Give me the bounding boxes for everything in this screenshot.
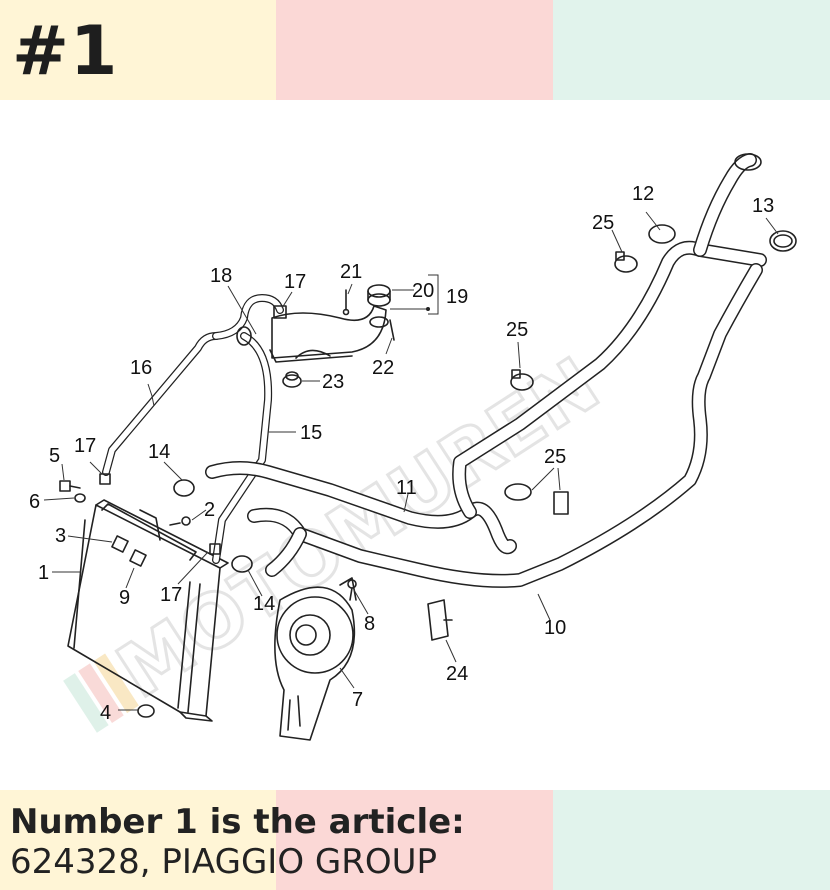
callout-21: 21 (340, 261, 362, 283)
bolt-5 (59, 480, 81, 492)
callout-16: 16 (130, 357, 152, 379)
callout-19: 19 (446, 286, 468, 308)
callout-labels: 1 2 3 4 5 6 7 8 9 10 11 12 13 14 14 15 1… (29, 183, 774, 724)
item-number-badge: #1 (12, 12, 119, 91)
band-pink-bottom (276, 790, 553, 890)
clamp-12 (648, 224, 676, 244)
hose-10 (247, 263, 763, 588)
callout-17b: 17 (160, 584, 182, 606)
callout-1: 1 (38, 562, 49, 584)
clamp-17b (209, 543, 221, 555)
callout-5: 5 (49, 445, 60, 467)
callout-18: 18 (210, 265, 232, 287)
hose-clip-22 (389, 319, 395, 341)
callout-25c: 25 (544, 446, 566, 468)
callout-3: 3 (55, 525, 66, 547)
clamp-25b (510, 369, 534, 391)
callout-22: 22 (372, 357, 394, 379)
clamp-13 (769, 230, 797, 252)
callout-7: 7 (352, 689, 363, 711)
caption-article-number: 624328, PIAGGIO GROUP (10, 842, 438, 882)
band-yellow-bottom (0, 790, 276, 890)
callout-10: 10 (544, 617, 566, 639)
bottom-color-band (0, 790, 830, 890)
caption-heading: Number 1 is the article: (10, 802, 465, 842)
callout-13: 13 (752, 195, 774, 217)
callout-6: 6 (29, 491, 40, 513)
cooling-fan (274, 577, 357, 741)
hose-11 (205, 153, 767, 555)
band-pink (276, 0, 553, 100)
callout-12: 12 (632, 183, 654, 205)
clamp-14a (173, 479, 195, 497)
clamp-25c (504, 483, 569, 515)
callout-20: 20 (412, 280, 434, 302)
callout-23: 23 (322, 371, 344, 393)
callout-11: 11 (396, 477, 417, 499)
grommet-23 (282, 374, 302, 388)
callout-9: 9 (119, 587, 130, 609)
cooling-system-exploded-diagram: MOTOMUREN (29, 153, 797, 741)
clamp-25a (614, 251, 638, 273)
leader-lines (43, 211, 779, 711)
washer-6 (74, 493, 86, 503)
callout-2: 2 (204, 499, 215, 521)
hose-18 (212, 294, 284, 340)
callout-4: 4 (100, 702, 111, 724)
expansion-tank (269, 305, 387, 363)
screw-8 (347, 579, 357, 601)
clamp-14b (231, 555, 253, 573)
callout-15: 15 (300, 422, 322, 444)
clamp-17c (273, 305, 287, 319)
callout-24: 24 (446, 663, 468, 685)
band-green (553, 0, 830, 100)
screw-2 (169, 516, 191, 526)
callout-8: 8 (364, 613, 375, 635)
holder-24 (427, 599, 453, 641)
top-color-band (0, 0, 830, 100)
callout-17c: 17 (284, 271, 306, 293)
callout-25b: 25 (506, 319, 528, 341)
tank-cap-20 (367, 284, 391, 328)
radiator (67, 499, 229, 722)
callout-14b: 14 (253, 593, 275, 615)
clamp-17a (99, 473, 111, 485)
callout-17a: 17 (74, 435, 96, 457)
callout-14a: 14 (148, 441, 170, 463)
watermark-text: MOTOMUREN (103, 342, 614, 715)
hose-15 (212, 332, 273, 564)
grommet-4 (137, 704, 155, 718)
band-green-bottom (553, 790, 830, 890)
callout-25a: 25 (592, 212, 614, 234)
band-yellow (0, 0, 276, 100)
